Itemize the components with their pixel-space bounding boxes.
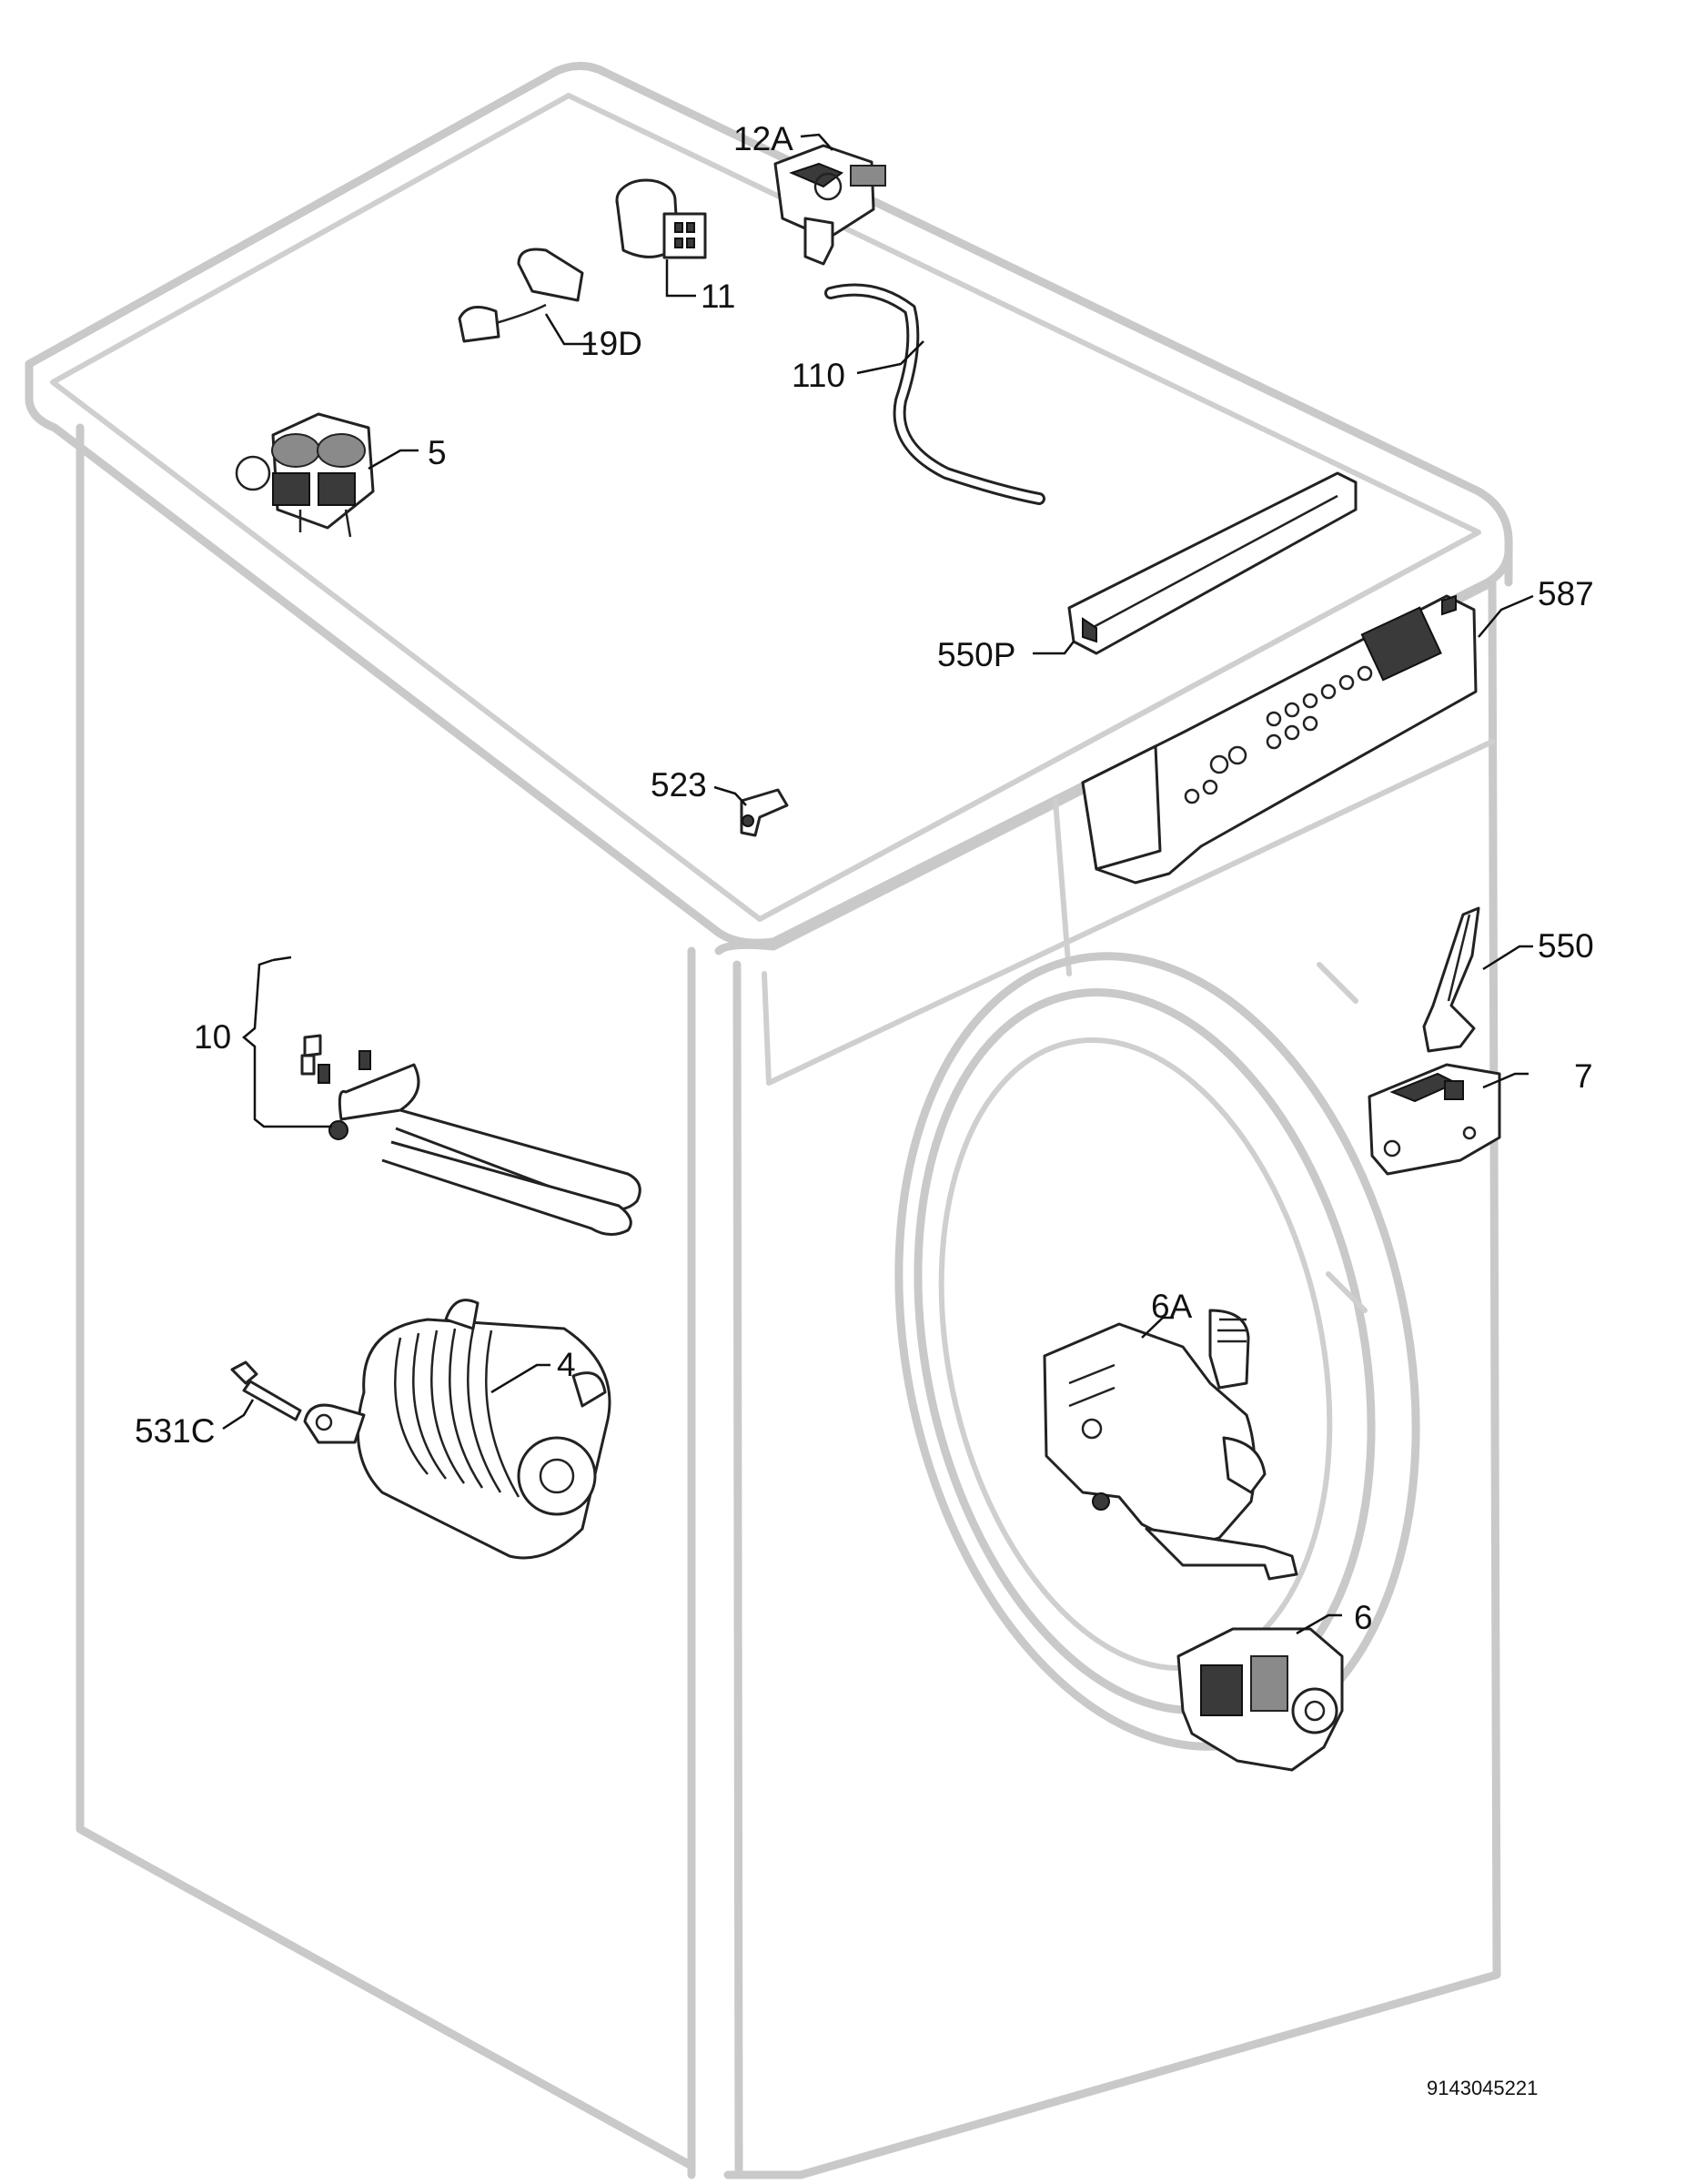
washing-machine-cabinet bbox=[25, 62, 1513, 2179]
callout-10: 10 bbox=[194, 1018, 231, 1056]
callout-110: 110 bbox=[792, 357, 845, 394]
callout-6a: 6A bbox=[1151, 1288, 1193, 1325]
part-5-inlet-valve bbox=[235, 412, 375, 538]
leader-523 bbox=[713, 785, 747, 806]
part-4-motor bbox=[303, 1299, 611, 1560]
callout-523: 523 bbox=[651, 766, 707, 804]
callout-550: 550 bbox=[1538, 927, 1594, 965]
callout-7: 7 bbox=[1574, 1057, 1593, 1095]
part-523-clip bbox=[740, 788, 789, 837]
callout-4: 4 bbox=[557, 1346, 576, 1383]
leader-7 bbox=[1482, 1072, 1529, 1089]
part-6-pump-motor bbox=[1176, 1627, 1344, 1772]
part-550p-control-panel-strip bbox=[1067, 471, 1358, 655]
leader-19d bbox=[544, 313, 596, 346]
callout-19d: 19D bbox=[580, 325, 642, 362]
leader-531c bbox=[222, 1399, 255, 1431]
part-110-pressure-hose bbox=[824, 283, 1045, 505]
part-11-interference-filter bbox=[615, 178, 707, 259]
leader-110 bbox=[856, 340, 924, 375]
leader-550p bbox=[1033, 641, 1075, 655]
document-number: 9143045221 bbox=[1427, 2077, 1538, 2099]
callout-6: 6 bbox=[1354, 1599, 1373, 1636]
leader-6a bbox=[1141, 1316, 1174, 1339]
callout-11: 11 bbox=[701, 278, 735, 315]
part-550-door-handle bbox=[1422, 906, 1480, 1053]
callout-12a: 12A bbox=[733, 120, 793, 157]
part-19d-cable-clip bbox=[458, 248, 584, 343]
leader-587 bbox=[1478, 594, 1534, 638]
leader-12a bbox=[800, 133, 833, 151]
leader-550 bbox=[1482, 945, 1533, 971]
callout-550p: 550P bbox=[937, 636, 1015, 673]
leader-4 bbox=[490, 1363, 550, 1394]
part-587-control-module bbox=[1081, 594, 1478, 885]
leader-11 bbox=[665, 259, 696, 298]
callout-587: 587 bbox=[1538, 575, 1594, 612]
part-7-door-interlock bbox=[1368, 1063, 1501, 1176]
part-531c-bolt bbox=[230, 1360, 302, 1421]
leader-10-brace bbox=[242, 958, 274, 1128]
leader-6 bbox=[1296, 1613, 1342, 1635]
callout-5: 5 bbox=[428, 434, 447, 471]
callout-531c: 531C bbox=[135, 1412, 215, 1450]
leader-10-bolt bbox=[272, 956, 292, 962]
part-12a-pressure-switch bbox=[773, 144, 886, 266]
part-10-heating-element bbox=[300, 1034, 641, 1236]
part-6a-drain-pump bbox=[1043, 1309, 1298, 1581]
leader-5 bbox=[368, 449, 419, 470]
